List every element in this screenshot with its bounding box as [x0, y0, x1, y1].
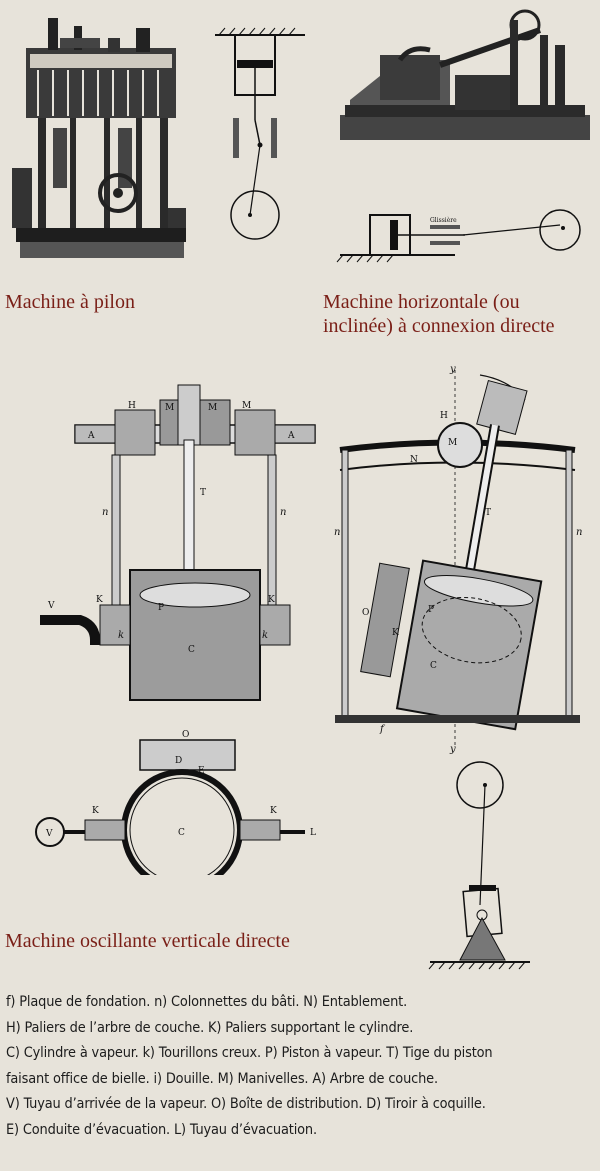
label-E: E — [198, 766, 205, 776]
caption-horizontale: Machine horizontale (ou inclinée) à conn… — [323, 290, 555, 338]
caption-horizontale-line2: inclinée) à connexion directe — [323, 315, 555, 337]
label-n-right: n — [280, 507, 286, 518]
label-M-center2: M — [208, 403, 217, 413]
label-C-section: C — [178, 828, 185, 838]
oscillating-engine-drawing: A A H M M M n n T P C K K k k V — [30, 380, 320, 720]
label-O-inclined: O — [362, 608, 369, 618]
label-k-left: k — [118, 630, 124, 641]
label-K-section-left: K — [92, 806, 99, 816]
label-n-inclined-left: n — [334, 527, 340, 538]
label-K-right: K — [268, 595, 275, 605]
label-K-left: K — [96, 595, 103, 605]
label-P-inclined: P — [428, 605, 434, 615]
figure-legend: f) Plaque de fondation. n) Colonnettes d… — [6, 990, 596, 1144]
label-P: P — [158, 603, 164, 613]
legend-line-3: C) Cylindre à vapeur. k) Tourillons creu… — [6, 1045, 493, 1062]
label-k-right: k — [262, 630, 268, 641]
caption-oscillante: Machine oscillante verticale directe — [5, 930, 290, 952]
label-M-center: M — [165, 403, 174, 413]
label-O: O — [182, 730, 189, 740]
label-M-inclined: M — [448, 438, 457, 448]
pilon-schematic — [205, 20, 315, 250]
horizontal-engine-engraving — [340, 5, 595, 150]
legend-line-4: faisant office de bielle. i) Douille. M)… — [6, 1070, 438, 1087]
label-H-inclined: H — [440, 411, 448, 421]
label-T-inclined: T — [485, 508, 491, 518]
label-A-right: A — [287, 431, 295, 441]
label-y-top: y — [449, 364, 456, 375]
label-K-section-right: K — [270, 806, 277, 816]
label-f: f — [379, 724, 386, 735]
legend-line-2: H) Paliers de l’arbre de couche. K) Pali… — [6, 1019, 414, 1036]
label-L: L — [310, 828, 316, 838]
label-M-right: M — [242, 401, 251, 411]
label-D: D — [175, 756, 182, 766]
label-N: N — [410, 455, 418, 465]
caption-pilon: Machine à pilon — [5, 291, 135, 313]
label-H-left: H — [128, 401, 136, 411]
label-y-bottom: y — [449, 744, 456, 755]
legend-line-1: f) Plaque de fondation. n) Colonnettes d… — [6, 994, 408, 1010]
guide-label: Glissière — [430, 217, 457, 224]
label-V: V — [47, 601, 55, 611]
legend-line-6: E) Conduite d’évacuation. L) Tuyau d’éva… — [6, 1121, 317, 1138]
label-C: C — [188, 645, 195, 655]
label-T: T — [200, 488, 206, 498]
label-V-section: V — [45, 829, 53, 839]
label-C-inclined: C — [430, 661, 437, 671]
legend-line-5: V) Tuyau d’arrivée de la vapeur. O) Boît… — [6, 1096, 486, 1113]
pilon-engine-engraving — [8, 8, 193, 263]
label-n-left: n — [102, 507, 108, 518]
label-n-inclined-right: n — [576, 527, 582, 538]
horizontal-schematic: Glissière — [335, 200, 595, 275]
oscillating-schematic — [425, 760, 535, 975]
caption-horizontale-line1: Machine horizontale (ou — [323, 291, 520, 313]
label-K-inclined: K — [392, 628, 399, 638]
label-A-left: A — [87, 431, 95, 441]
cross-section-drawing: O D E C K K V L — [30, 725, 330, 875]
inclined-engine-drawing: y y N H M n n T P C O K f — [330, 360, 595, 755]
